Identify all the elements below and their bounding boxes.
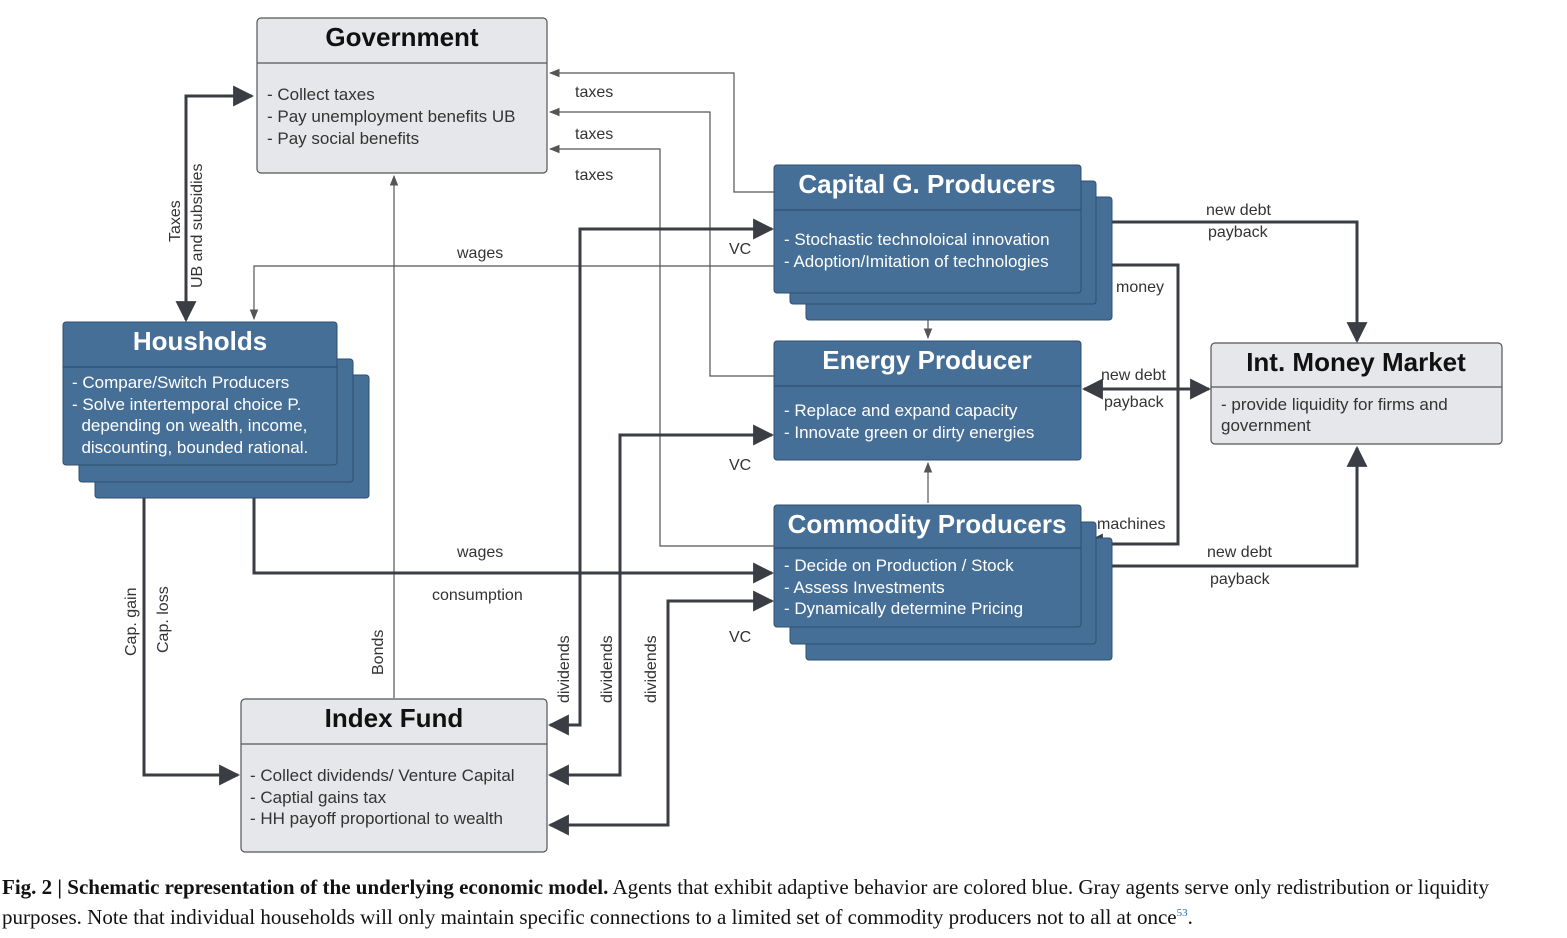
index-fund-box[interactable]: Index Fund - Collect dividends/ Venture … [240, 698, 548, 853]
wages-label-bottom: wages [456, 544, 503, 561]
households-title: Housholds [133, 326, 267, 356]
new-debt-label-2: new debt [1101, 367, 1166, 384]
taxes-label-1: taxes [575, 84, 613, 101]
vc-capital-arrow [547, 218, 775, 736]
vc-label-3: VC [729, 629, 751, 646]
taxes-commodity-arrow [548, 144, 775, 547]
money-market-box[interactable]: Int. Money Market - provide liquidity fo… [1210, 342, 1503, 445]
vc-label-1: VC [729, 241, 751, 258]
dividends-label-2: dividends [599, 635, 616, 703]
taxes-ub-label-1: Taxes [167, 200, 184, 242]
figure-caption: Fig. 2 | Schematic representation of the… [2, 872, 1565, 932]
commodity-line-3: - Dynamically determine Pricing [784, 599, 1023, 618]
debt-commodity-arrow [1081, 445, 1368, 577]
thick-connectors [133, 85, 1368, 836]
energy-producer-box[interactable]: Energy Producer - Replace and expand cap… [773, 340, 1082, 461]
edge-labels: taxes taxes taxes Taxes UB and subsidies… [123, 84, 1272, 703]
new-debt-label-1: new debt [1206, 202, 1271, 219]
money-market-line-1: - provide liquidity for firms and [1221, 395, 1448, 414]
households-box[interactable]: Housholds - Compare/Switch Producers - S… [62, 321, 370, 499]
figure-caption-title: Fig. 2 | Schematic representation of the… [2, 875, 609, 899]
cap-loss-label: Cap. loss [155, 586, 172, 653]
energy-title: Energy Producer [822, 345, 1032, 375]
debt-capital-arrow [1081, 211, 1368, 344]
vc-commodity-arrow [547, 590, 775, 836]
commodity-title: Commodity Producers [788, 509, 1067, 539]
payback-label-3: payback [1210, 571, 1271, 588]
money-market-title: Int. Money Market [1246, 347, 1466, 377]
taxes-ub-arrow [175, 85, 255, 323]
money-label: money [1116, 279, 1164, 296]
figure-caption-reference[interactable]: 53 [1176, 907, 1188, 919]
dividends-label-1: dividends [556, 635, 573, 703]
vc-label-2: VC [729, 457, 751, 474]
government-line-1: - Collect taxes [267, 85, 375, 104]
wages-label-top: wages [456, 245, 503, 262]
capital-line-1: - Stochastic technoloical innovation [784, 230, 1050, 249]
capital-producers-box[interactable]: Capital G. Producers - Stochastic techno… [773, 164, 1113, 321]
money-machines-arrow [1081, 254, 1180, 555]
government-box[interactable]: Government - Collect taxes - Pay unemplo… [256, 17, 548, 174]
capital-title: Capital G. Producers [798, 169, 1055, 199]
households-line-1: - Compare/Switch Producers [72, 373, 289, 392]
index-fund-line-2: - Captial gains tax [250, 788, 387, 807]
new-debt-label-3: new debt [1207, 544, 1272, 561]
commodity-line-2: - Assess Investments [784, 578, 945, 597]
capital-line-2: - Adoption/Imitation of technologies [784, 252, 1049, 271]
wages-capital-arrow [249, 265, 775, 321]
taxes-label-2: taxes [575, 126, 613, 143]
government-line-2: - Pay unemployment benefits UB [267, 107, 516, 126]
commodity-line-1: - Decide on Production / Stock [784, 556, 1014, 575]
energy-line-2: - Innovate green or dirty energies [784, 423, 1034, 442]
index-fund-line-1: - Collect dividends/ Venture Capital [250, 766, 515, 785]
index-fund-title: Index Fund [325, 703, 464, 733]
households-line-4: discounting, bounded rational. [72, 438, 308, 457]
government-line-3: - Pay social benefits [267, 129, 419, 148]
households-line-3: depending on wealth, income, [72, 416, 307, 435]
taxes-capital-arrow [548, 68, 775, 193]
payback-label-2: payback [1104, 394, 1165, 411]
consumption-label: consumption [432, 587, 523, 604]
commodity-producers-box[interactable]: Commodity Producers - Decide on Producti… [773, 504, 1113, 661]
vc-energy-arrow [547, 424, 775, 786]
economic-model-diagram: Government - Collect taxes - Pay unemplo… [62, 17, 1503, 853]
money-market-line-2: government [1221, 416, 1311, 435]
bonds-label: Bonds [370, 630, 387, 675]
machines-label: machines [1097, 516, 1165, 533]
figure-caption-text: Agents that exhibit adaptive behavior ar… [2, 875, 1489, 929]
cap-gain-label: Cap. gain [123, 588, 140, 657]
energy-line-1: - Replace and expand capacity [784, 401, 1018, 420]
government-title: Government [325, 22, 478, 52]
taxes-label-3: taxes [575, 167, 613, 184]
dividends-label-3: dividends [643, 635, 660, 703]
figure-caption-end: . [1187, 905, 1193, 929]
payback-label-1: payback [1208, 224, 1269, 241]
taxes-ub-label-2: UB and subsidies [189, 163, 206, 288]
households-line-2: - Solve intertemporal choice P. [72, 395, 301, 414]
cap-gain-loss-arrow [133, 467, 241, 786]
index-fund-line-3: - HH payoff proportional to wealth [250, 809, 503, 828]
